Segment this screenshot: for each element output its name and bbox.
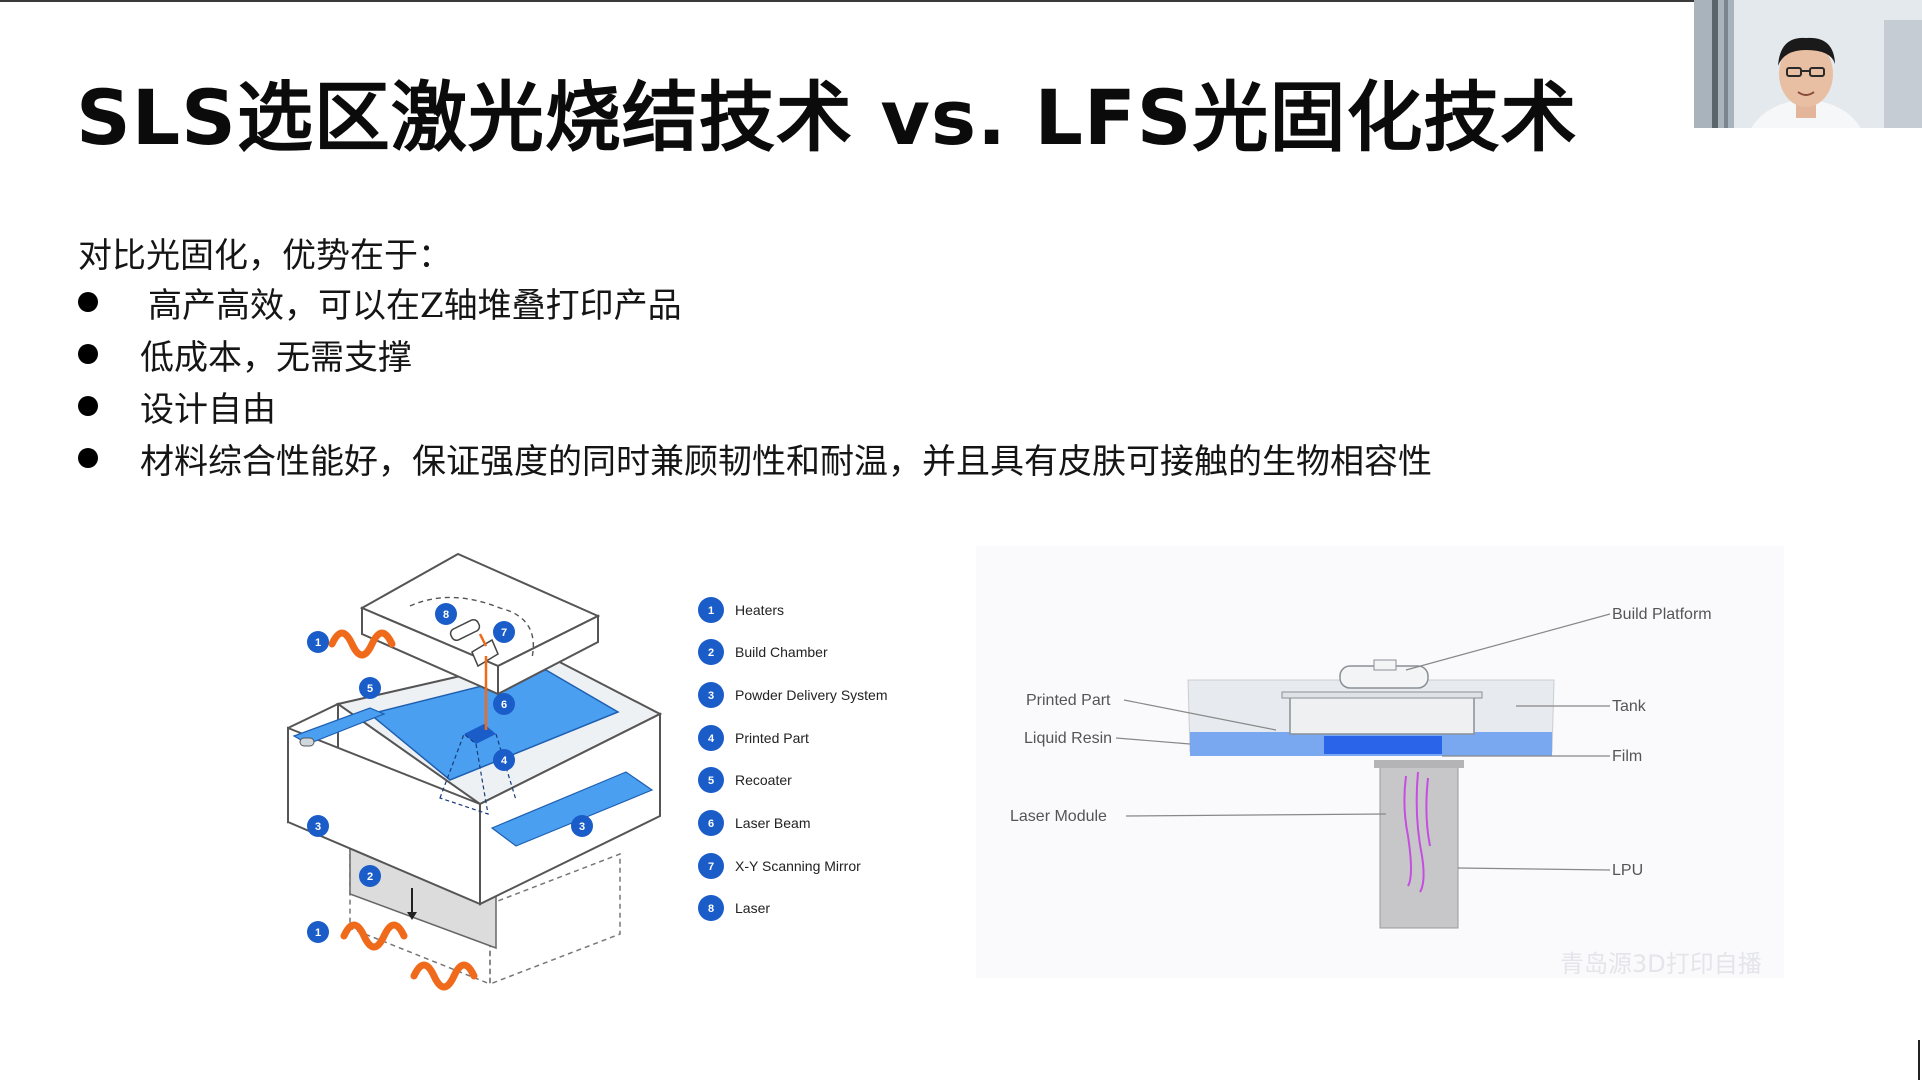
legend-label-scanning-mirror: X-Y Scanning Mirror (735, 858, 861, 874)
bullet-item: 高产高效，可以在Z轴堆叠打印产品 (78, 276, 1432, 328)
laser-module (1403, 771, 1431, 893)
lpu (1379, 763, 1459, 929)
legend-label-laser-beam: Laser Beam (735, 815, 810, 831)
legend-label-powder-delivery: Powder Delivery System (735, 687, 888, 703)
legend-label-heaters: Heaters (735, 602, 784, 618)
bullet-text: 低成本，无需支撑 (140, 337, 412, 378)
bullet-item: 低成本，无需支撑 (78, 328, 1432, 380)
heater-coil-icon (340, 921, 408, 951)
bullet-text: 高产高效，可以在Z轴堆叠打印产品 (148, 285, 682, 326)
bullet-text: 设计自由 (140, 389, 276, 430)
callout-1: 1 (315, 927, 321, 939)
legend-number: 3 (708, 690, 714, 702)
sls-diagram: 1 1 2 3 3 4 5 6 7 8 1 2 3 4 5 6 7 8 He (280, 548, 910, 998)
heater-coil-icon (410, 961, 478, 991)
callout-3: 3 (579, 821, 585, 833)
callout-1: 1 (315, 637, 321, 649)
legend-label-printed-part: Printed Part (735, 730, 809, 746)
film (1324, 736, 1442, 754)
lfs-diagram: Build Platform Printed Part Tank Liquid … (976, 546, 1784, 978)
window-edge-mark (1918, 1040, 1920, 1080)
advantages-list: 高产高效，可以在Z轴堆叠打印产品 低成本，无需支撑 设计自由 材料综合性能好，保… (78, 276, 1432, 484)
heater-coil-icon (328, 629, 396, 659)
label-laser-module: Laser Module (1010, 808, 1107, 825)
callout-8: 8 (443, 609, 449, 621)
legend-label-build-chamber: Build Chamber (735, 644, 828, 660)
legend-label-laser: Laser (735, 900, 770, 916)
bullet-dot-icon (78, 344, 98, 364)
build-platform (1289, 695, 1475, 735)
powder-feed-right (490, 771, 654, 847)
window-top-edge (0, 0, 1922, 2)
legend-number: 2 (708, 647, 714, 659)
advantages-intro: 对比光固化，优势在于： (78, 236, 452, 276)
legend-number: 5 (708, 775, 714, 787)
bullet-dot-icon (78, 448, 98, 468)
presenter-webcam-video (1694, 0, 1922, 128)
label-build-platform: Build Platform (1612, 606, 1712, 623)
legend-number: 8 (708, 903, 714, 915)
bullet-dot-icon (78, 292, 98, 312)
label-liquid-resin: Liquid Resin (1024, 730, 1112, 747)
slide-title: SLS选区激光烧结技术 vs. LFS光固化技术 (76, 73, 1578, 162)
watermark: 青岛源3D打印自播 (1560, 950, 1762, 978)
label-printed-part: Printed Part (1026, 692, 1111, 709)
label-lpu: LPU (1612, 862, 1643, 879)
legend-number: 1 (708, 605, 714, 617)
legend-number: 4 (708, 733, 715, 745)
callout-6: 6 (501, 699, 507, 711)
callout-4: 4 (501, 755, 508, 767)
legend-number: 7 (708, 861, 714, 873)
callout-2: 2 (367, 871, 373, 883)
legend-number: 6 (708, 818, 714, 830)
label-film: Film (1612, 748, 1642, 765)
callout-5: 5 (367, 683, 373, 695)
bullet-item: 材料综合性能好，保证强度的同时兼顾韧性和耐温，并且具有皮肤可接触的生物相容性 (78, 432, 1432, 484)
bullet-item: 设计自由 (78, 380, 1432, 432)
callout-3: 3 (315, 821, 321, 833)
bullet-dot-icon (78, 396, 98, 416)
callout-7: 7 (501, 627, 507, 639)
legend-label-recoater: Recoater (735, 772, 792, 788)
sls-legend: 1 2 3 4 5 6 7 8 Heaters Build Chamber Po… (698, 597, 888, 921)
label-tank: Tank (1612, 698, 1647, 715)
bullet-text: 材料综合性能好，保证强度的同时兼顾韧性和耐温，并且具有皮肤可接触的生物相容性 (140, 441, 1432, 482)
